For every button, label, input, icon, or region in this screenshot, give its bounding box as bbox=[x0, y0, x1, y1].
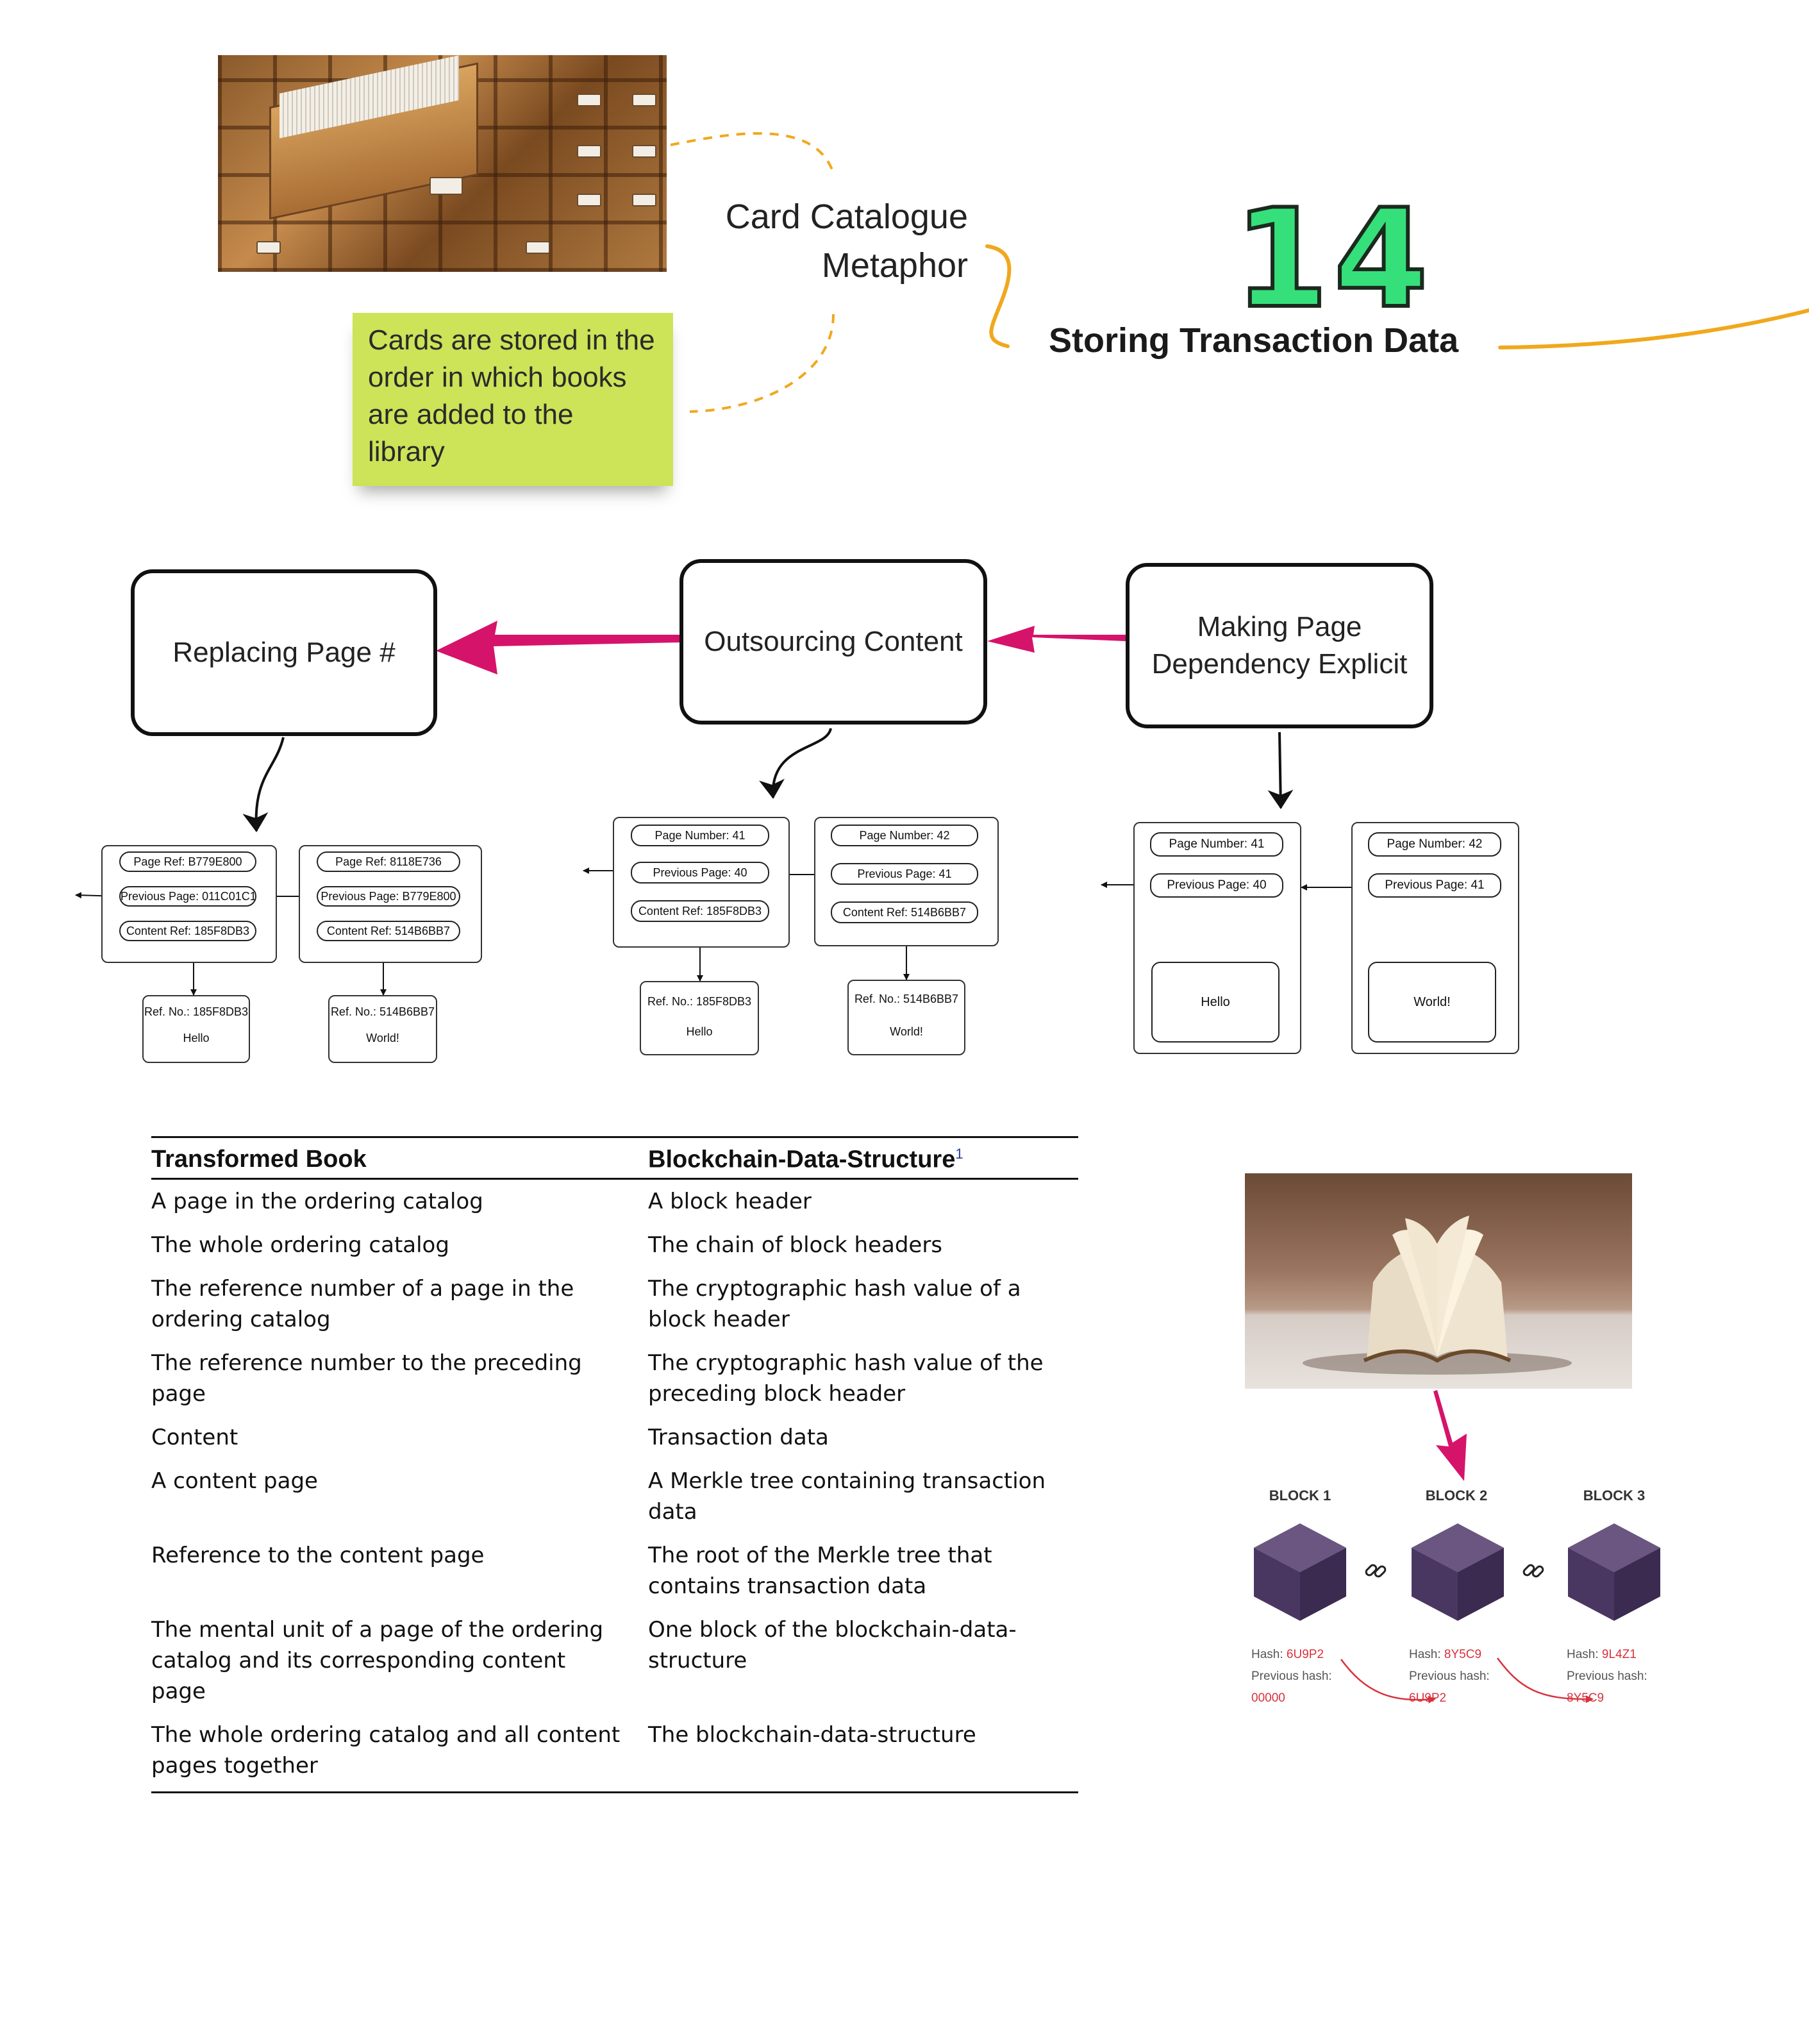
block-label: BLOCK 2 bbox=[1425, 1487, 1488, 1504]
content-box: Hello bbox=[1151, 962, 1280, 1043]
content-ref-pill: Content Ref: 514B6BB7 bbox=[317, 921, 460, 941]
content-text: World! bbox=[890, 1025, 923, 1038]
block-label: BLOCK 1 bbox=[1269, 1487, 1331, 1504]
table-row: The reference number of a page in the or… bbox=[151, 1275, 1021, 1332]
previous-page-pill: Previous Page: 40 bbox=[1150, 873, 1283, 898]
card-catalogue-photo bbox=[218, 55, 667, 272]
block-hash: 9L4Z1 bbox=[1601, 1648, 1637, 1661]
page-ref-pill: Page Ref: 8118E736 bbox=[317, 851, 460, 872]
metaphor-photo-connector bbox=[670, 132, 835, 174]
content-box: World! bbox=[1368, 962, 1496, 1043]
cube-icon bbox=[1412, 1523, 1504, 1621]
arrow-replacing-down bbox=[242, 737, 285, 832]
cube-icon bbox=[1254, 1523, 1346, 1621]
block-hash: 6U9P2 bbox=[1286, 1648, 1324, 1661]
block-hash-info: Hash: 8Y5C9 Previous hash: 6U9P2 bbox=[1409, 1644, 1490, 1709]
table-row: The mental unit of a page of the orderin… bbox=[151, 1616, 1017, 1704]
content-ref-pill: Content Ref: 514B6BB7 bbox=[831, 901, 978, 923]
page-ref-pill: Page Ref: B779E800 bbox=[119, 851, 256, 872]
previous-page-pill: Previous Page: 41 bbox=[1368, 873, 1501, 898]
page-number-pill: Page Number: 42 bbox=[831, 825, 978, 846]
previous-page-pill: Previous Page: B779E800 bbox=[317, 886, 460, 907]
table-header-transformed-book: Transformed Book bbox=[151, 1136, 648, 1180]
block-hash-info: Hash: 6U9P2 Previous hash: 00000 bbox=[1251, 1644, 1332, 1709]
step-outsourcing-content-label: Outsourcing Content bbox=[704, 626, 963, 657]
arrow-outsourcing-to-replacing bbox=[436, 621, 679, 674]
metaphor-bracket bbox=[985, 244, 1012, 348]
title-swoosh bbox=[1498, 308, 1809, 349]
arrow-outsourcing-down bbox=[759, 728, 832, 799]
content-ref-number: Ref. No.: 514B6BB7 bbox=[854, 993, 959, 1005]
step-explicit-dependency: Making Page Dependency Explicit bbox=[1126, 563, 1433, 728]
block-hash: 8Y5C9 bbox=[1444, 1648, 1482, 1661]
page-number-pill: Page Number: 41 bbox=[631, 825, 769, 846]
sticky-note: Cards are stored in the order in which b… bbox=[353, 313, 673, 486]
table-row: The whole ordering catalog and all conte… bbox=[151, 1713, 1078, 1793]
hash-link-arrow-1 bbox=[1340, 1659, 1436, 1704]
previous-hash: 6U9P2 bbox=[1409, 1691, 1447, 1705]
page-number-pill: Page Number: 41 bbox=[1150, 832, 1283, 857]
block-label: BLOCK 3 bbox=[1583, 1487, 1646, 1504]
content-text: Hello bbox=[183, 1032, 210, 1044]
step-replacing-page-label: Replacing Page # bbox=[172, 637, 396, 668]
hash-link-arrow-2 bbox=[1496, 1657, 1594, 1704]
previous-page-pill: Previous Page: 41 bbox=[831, 863, 978, 885]
chain-link-icon bbox=[1365, 1564, 1387, 1578]
previous-page-pill: Previous Page: 011C01C1 bbox=[119, 886, 256, 907]
content-ref-pill: Content Ref: 185F8DB3 bbox=[119, 921, 256, 941]
chain-link-icon bbox=[1522, 1564, 1544, 1578]
block-hash-info: Hash: 9L4Z1 Previous hash: 8Y5C9 bbox=[1567, 1644, 1647, 1709]
cube-icon bbox=[1568, 1523, 1660, 1621]
content-text: Hello bbox=[686, 1025, 713, 1038]
section-title: Storing Transaction Data bbox=[1049, 321, 1459, 360]
footnote-mark: 1 bbox=[955, 1146, 963, 1162]
metaphor-title-line2: Metaphor bbox=[821, 246, 968, 285]
previous-page-pill: Previous Page: 40 bbox=[631, 862, 769, 884]
content-page-box: Ref. No.: 185F8DB3 Hello bbox=[640, 981, 759, 1055]
open-book-photo bbox=[1245, 1173, 1632, 1389]
page-number-pill: Page Number: 42 bbox=[1368, 832, 1501, 857]
table-header-row: Transformed Book Blockchain-Data-Structu… bbox=[151, 1136, 1078, 1180]
table-row: The reference number to the preceding pa… bbox=[151, 1350, 1044, 1407]
mapping-table: Transformed Book Blockchain-Data-Structu… bbox=[151, 1136, 1078, 1793]
section-number: 14 bbox=[1232, 178, 1434, 340]
metaphor-title-line1: Card Catalogue bbox=[725, 197, 968, 236]
content-page-box: Ref. No.: 514B6BB7 World! bbox=[328, 995, 437, 1063]
step-outsourcing-content: Outsourcing Content bbox=[679, 559, 987, 725]
content-page-box: Ref. No.: 185F8DB3 Hello bbox=[142, 995, 250, 1063]
arrow-explicit-down bbox=[1267, 732, 1294, 809]
content-ref-number: Ref. No.: 514B6BB7 bbox=[330, 1005, 435, 1018]
step-explicit-dependency-label: Making Page Dependency Explicit bbox=[1151, 611, 1408, 680]
table-header-blockchain: Blockchain-Data-Structure1 bbox=[648, 1136, 1078, 1180]
sticky-note-connector bbox=[689, 314, 835, 413]
content-text: World! bbox=[366, 1032, 399, 1044]
content-ref-number: Ref. No.: 185F8DB3 bbox=[647, 995, 752, 1008]
arrow-explicit-to-outsourcing bbox=[987, 626, 1126, 653]
previous-hash: 00000 bbox=[1251, 1691, 1285, 1705]
content-ref-number: Ref. No.: 185F8DB3 bbox=[144, 1005, 249, 1018]
step-replacing-page: Replacing Page # bbox=[131, 569, 437, 736]
metaphor-title: Card Catalogue Metaphor bbox=[679, 192, 968, 290]
content-page-box: Ref. No.: 514B6BB7 World! bbox=[847, 980, 965, 1055]
arrow-book-to-blockchain bbox=[1433, 1390, 1467, 1481]
content-ref-pill: Content Ref: 185F8DB3 bbox=[631, 900, 769, 922]
previous-hash: 8Y5C9 bbox=[1567, 1691, 1605, 1705]
